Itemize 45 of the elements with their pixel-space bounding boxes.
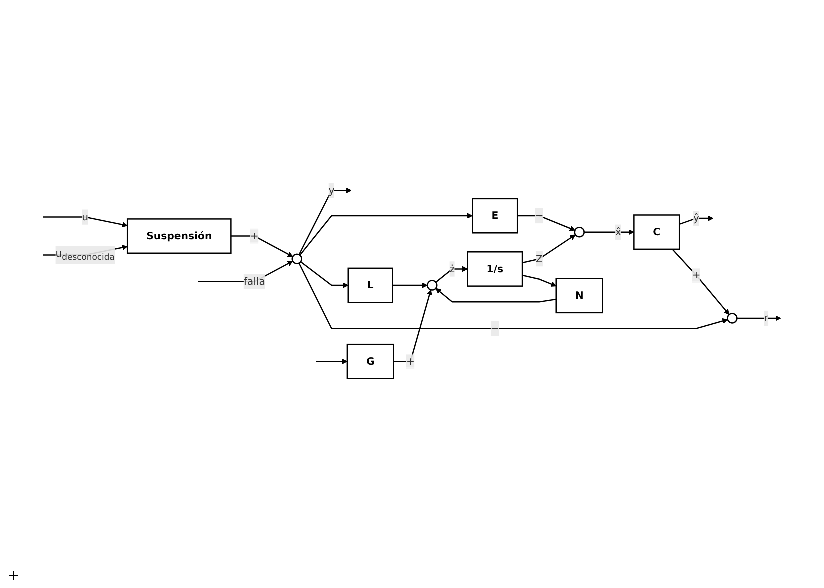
arrow bbox=[522, 274, 557, 287]
node-circle bbox=[574, 226, 585, 238]
sign-label: + bbox=[8, 568, 20, 584]
node-box: L bbox=[348, 268, 394, 304]
arrow bbox=[518, 215, 576, 232]
edge-label: ŷ bbox=[694, 212, 700, 224]
arrow bbox=[43, 216, 128, 228]
edge-label: ż bbox=[450, 262, 456, 275]
node-circle bbox=[426, 280, 438, 291]
arrow bbox=[298, 263, 728, 330]
arrow bbox=[231, 236, 294, 258]
arrow bbox=[584, 230, 634, 236]
edge-label: + bbox=[406, 355, 415, 368]
edge-label: x̂ bbox=[616, 226, 622, 238]
node-box: C bbox=[634, 214, 680, 250]
edge-label: u bbox=[82, 210, 89, 223]
node-box: E bbox=[472, 198, 518, 234]
arrow bbox=[737, 316, 782, 322]
edge-label: y bbox=[328, 184, 335, 196]
arrow bbox=[392, 282, 428, 288]
edge-label: − bbox=[490, 322, 500, 334]
node-box: G bbox=[346, 344, 394, 380]
edge-label: r bbox=[764, 312, 768, 324]
arrow bbox=[436, 266, 468, 284]
arrow bbox=[300, 213, 473, 256]
edge-label: falla bbox=[244, 276, 266, 288]
node-box: 1/s bbox=[467, 252, 524, 287]
arrow bbox=[522, 234, 576, 264]
edge-label: + bbox=[692, 269, 701, 282]
edge-label: u$_{desconocida}$ bbox=[56, 248, 115, 262]
arrow bbox=[679, 216, 714, 226]
arrow bbox=[436, 288, 556, 303]
arrow bbox=[300, 261, 349, 288]
arrow bbox=[298, 188, 352, 256]
arrow bbox=[672, 249, 730, 316]
edge-label: Z bbox=[536, 252, 543, 265]
node-box: N bbox=[556, 278, 604, 314]
edge-label: − bbox=[535, 210, 544, 222]
node-circle bbox=[292, 254, 303, 264]
arrow bbox=[316, 358, 348, 364]
edge-label: + bbox=[250, 230, 259, 242]
node-circle bbox=[727, 313, 738, 324]
node-box: Suspensión bbox=[126, 218, 232, 254]
arrow bbox=[394, 290, 432, 362]
arrow bbox=[198, 261, 294, 283]
